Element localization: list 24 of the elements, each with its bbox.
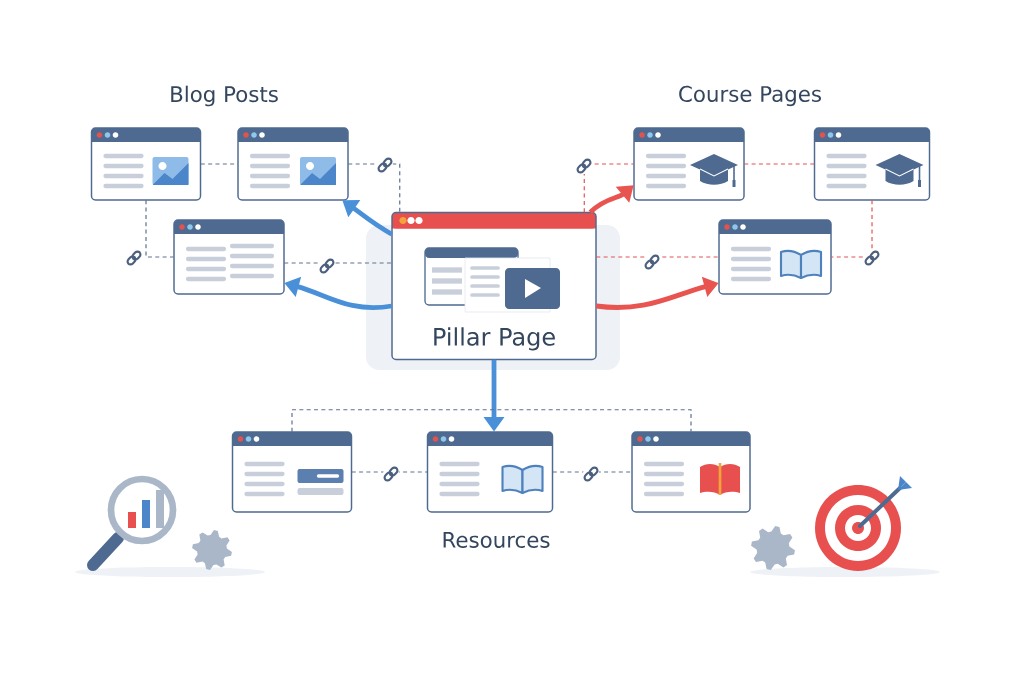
group-heading: Resources [443,532,550,548]
connector [743,163,815,165]
browser-window [631,431,751,513]
group-heading: Blog Posts [171,85,278,107]
browser-window: Pillar Page [391,211,597,361]
browser-window [173,219,285,295]
connector [351,471,428,473]
browser-window [718,219,832,295]
connector [583,163,635,213]
browser-window [426,431,554,513]
connector [283,262,393,264]
browser-window [633,127,745,201]
connector [595,256,720,258]
browser-window [90,127,202,201]
browser-window [813,127,931,201]
connector [830,199,873,258]
browser-window [231,431,353,513]
group-heading: Course Pages [679,85,821,107]
browser-window [237,127,349,201]
connector [145,199,175,258]
connector [552,471,633,473]
connector [291,409,692,433]
connector [588,185,634,215]
connector [347,163,401,213]
